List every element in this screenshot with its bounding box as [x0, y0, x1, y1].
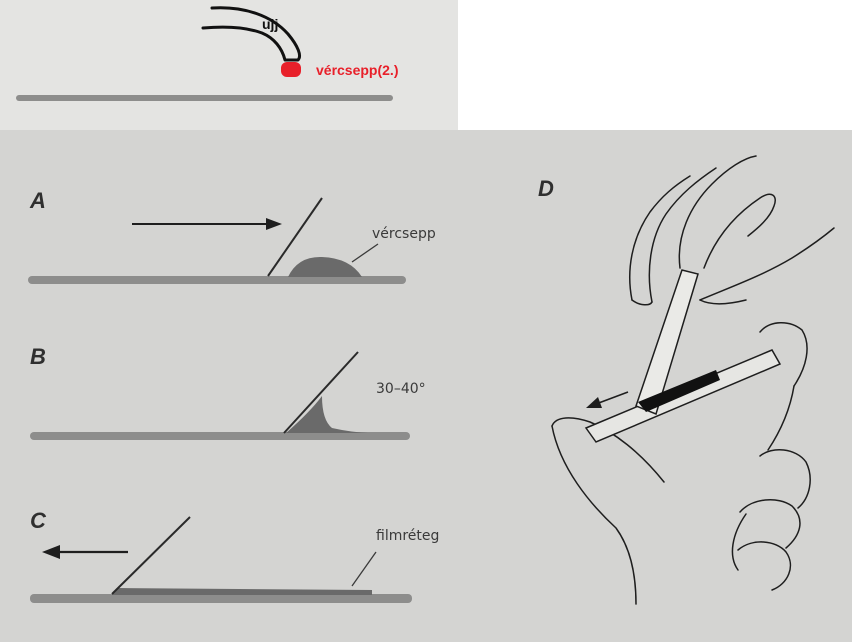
lower-hand-drawing — [551, 322, 811, 605]
finger-outline — [201, 6, 302, 62]
panel-c: C filmréteg — [30, 508, 439, 603]
panel-a: A vércsepp — [28, 188, 436, 284]
finger-label: ujj — [262, 16, 278, 32]
inset-slide — [16, 95, 393, 101]
panel-a-arrow-right — [132, 218, 282, 230]
spreader-glass-slide — [635, 269, 699, 416]
panel-b-angle-label: 30–40° — [376, 381, 426, 397]
panel-b-spreader-slide — [283, 351, 359, 434]
smear-blood-film — [638, 370, 720, 412]
panel-c-letter: C — [30, 508, 47, 533]
panel-d-letter: D — [538, 176, 554, 201]
upper-hand-drawing — [629, 155, 835, 306]
panel-c-arrow-left — [42, 545, 128, 559]
panel-c-slide — [30, 594, 412, 603]
panel-a-spreader-slide — [267, 197, 323, 277]
panel-a-slide — [28, 276, 406, 284]
inset-background — [0, 0, 458, 130]
panel-c-pointer — [351, 551, 377, 587]
panel-c-spreader-slide — [111, 516, 191, 595]
panel-b: B 30–40° — [30, 344, 426, 440]
panel-b-letter: B — [30, 344, 46, 369]
drop-label: vércsepp(2.) — [316, 62, 398, 78]
blood-drop-red — [281, 62, 301, 77]
panel-c-label: filmréteg — [376, 528, 439, 544]
slides-in-hand — [584, 269, 782, 443]
inset-figure: ujj vércsepp(2.) — [16, 6, 398, 101]
right-blank — [458, 0, 852, 130]
panel-a-pointer — [351, 243, 379, 263]
panel-c-film-layer — [112, 588, 372, 595]
panel-a-blood-drop — [288, 256, 362, 277]
panel-a-letter: A — [29, 188, 46, 213]
panel-a-label: vércsepp — [372, 226, 436, 242]
panel-d: D — [538, 155, 835, 605]
panel-b-slide — [30, 432, 410, 440]
panel-b-blood-wedge — [286, 396, 368, 433]
panel-d-arrow-left — [586, 391, 629, 408]
